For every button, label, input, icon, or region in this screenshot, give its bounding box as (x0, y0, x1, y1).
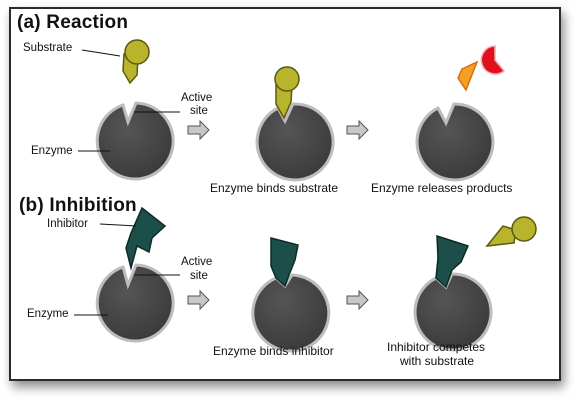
product-orange (457, 60, 479, 92)
section-title-inhibition: (b) Inhibition (19, 195, 137, 216)
enzyme-b3 (413, 272, 493, 352)
section-title-reaction: (a) Reaction (17, 12, 129, 33)
arrow-b2 (346, 289, 369, 311)
label-enzyme-a: Enzyme (31, 145, 73, 157)
caption-enzyme-releases-products: Enzyme releases products (371, 181, 513, 195)
enzyme-a3 (415, 102, 495, 182)
label-active-site-b-line1: Active (181, 256, 213, 268)
caption-with-substrate: with substrate (400, 354, 475, 368)
inhibitor-b1 (125, 206, 167, 271)
inhibitor-b2-bound (270, 237, 299, 288)
enzyme-a2 (255, 102, 335, 182)
label-active-site-b-line2: site (190, 270, 208, 282)
substrate-b3-free (485, 216, 537, 247)
arrow-a1 (187, 119, 210, 141)
label-substrate: Substrate (23, 42, 73, 54)
inhibitor-leader (99, 223, 137, 227)
caption-enzyme-binds-substrate: Enzyme binds substrate (210, 181, 339, 195)
arrow-a2 (346, 119, 369, 141)
substrate-leader (81, 49, 121, 57)
inhibitor-b3-bound (435, 234, 470, 289)
label-inhibitor: Inhibitor (47, 218, 88, 230)
label-active-site-a-line1: Active (181, 92, 213, 104)
enzyme-a1 (95, 101, 175, 181)
enzyme-b2 (251, 273, 331, 353)
product-red (480, 45, 506, 75)
substrate-a1 (122, 39, 150, 85)
caption-enzyme-binds-inhibitor: Enzyme binds inhibitor (213, 344, 334, 358)
arrow-b1 (187, 289, 210, 311)
label-enzyme-b: Enzyme (27, 308, 69, 320)
caption-inhibitor-competes: Inhibitor competes (387, 340, 486, 354)
substrate-a2-bound (274, 66, 300, 120)
label-active-site-a-line2: site (190, 105, 208, 117)
enzyme-b1 (95, 263, 175, 343)
